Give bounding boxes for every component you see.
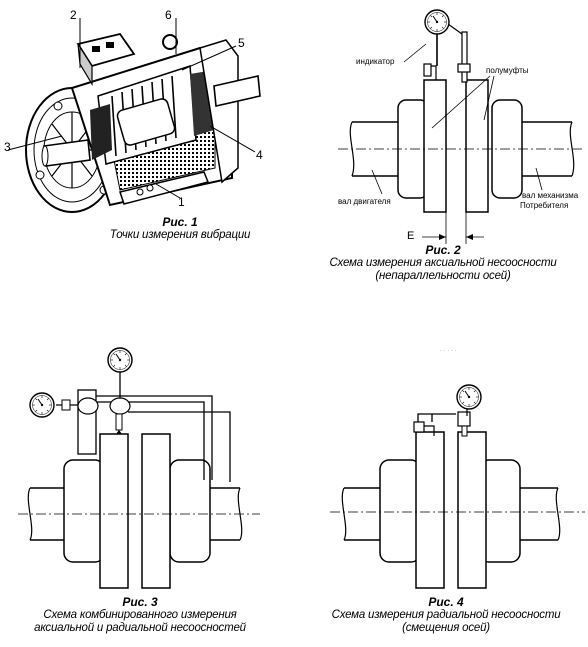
svg-text:· · · · ·: · · · · ·: [440, 348, 457, 354]
fig3-description-1: Схема комбинированного измерения: [43, 609, 237, 621]
fig3-description-2: аксиальной и радиальной несоосностей: [34, 622, 246, 634]
callout-1: 1: [178, 195, 185, 209]
callout-5: 5: [238, 36, 245, 50]
label-consumer-shaft-2: Потребителя: [520, 201, 569, 210]
motor-illustration: [25, 32, 261, 213]
label-gap-e: E: [407, 230, 415, 242]
fig1-description: Точки измерения вибрации: [109, 229, 251, 241]
fig4-drawing: · · · · ·: [330, 348, 585, 589]
fig2-title: Рис. 2: [425, 243, 461, 257]
callout-leaders: [7, 18, 256, 199]
label-half-couplings: полумуфты: [486, 66, 529, 75]
fig2-description-1: Схема измерения аксиальной несоосности: [329, 257, 557, 269]
fig3-title: Рис. 3: [122, 595, 158, 609]
fig2-description-2: (непараллельности осей): [375, 270, 511, 282]
fig4-caption: Рис. 4 Схема измерения радиальной несоос…: [305, 596, 587, 635]
fig2-drawing: [338, 9, 585, 244]
callout-3: 3: [4, 140, 11, 154]
callout-6: 6: [165, 8, 172, 22]
fig3-drawing: [18, 347, 260, 589]
callout-2: 2: [70, 8, 77, 22]
label-indicator: индикатор: [356, 57, 395, 66]
fig1-caption: Рис. 1 Точки измерения вибрации: [95, 216, 265, 242]
fig4-description-2: (смещения осей): [402, 622, 490, 634]
fig2-caption: Рис. 2 Схема измерения аксиальной несоос…: [300, 244, 586, 283]
label-motor-shaft: вал двигателя: [338, 197, 391, 206]
fig3-caption: Рис. 3 Схема комбинированного измерения …: [0, 596, 280, 635]
fig1-title: Рис. 1: [162, 215, 198, 229]
fig4-description-1: Схема измерения радиальной несоосности: [331, 609, 561, 621]
fig4-title: Рис. 4: [428, 595, 464, 609]
label-consumer-shaft-1: вал механизма: [522, 191, 579, 200]
callout-4: 4: [256, 148, 263, 162]
